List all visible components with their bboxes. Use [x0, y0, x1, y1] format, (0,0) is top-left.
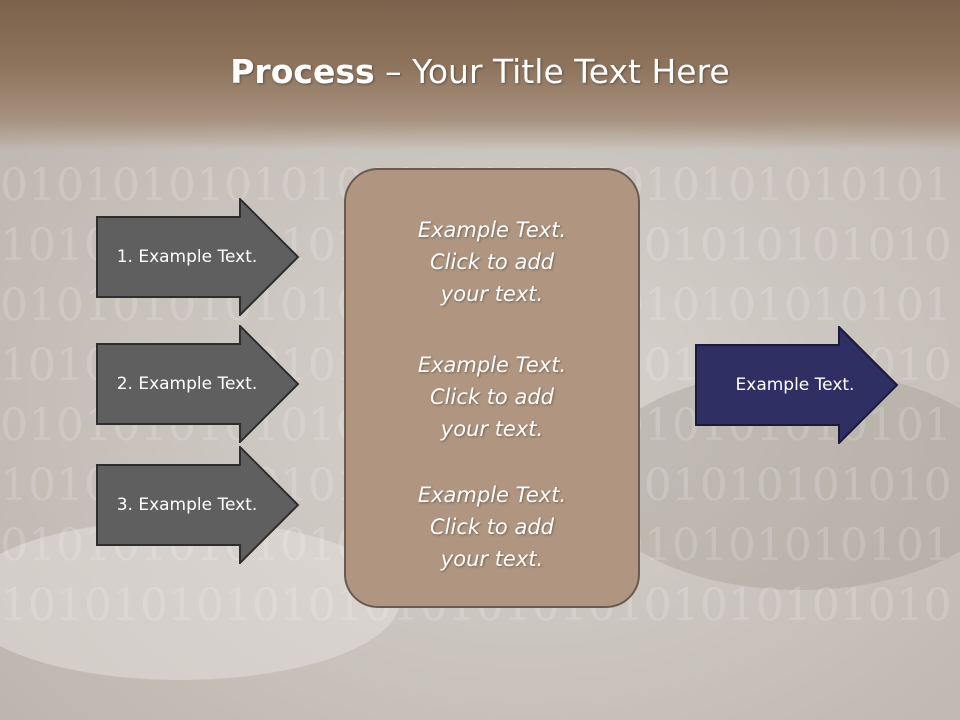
block-line: your text. — [440, 417, 544, 441]
block-line: your text. — [440, 547, 544, 571]
process-step-arrow-2[interactable]: 2. Example Text. — [96, 325, 300, 443]
process-step-label: 1. Example Text. — [116, 247, 258, 267]
block-line: Example Text. — [417, 483, 567, 507]
title-rest: – Your Title Text Here — [374, 52, 730, 91]
result-label: Example Text. — [735, 375, 855, 395]
arrow-shape — [96, 198, 300, 316]
arrow-shape — [96, 325, 300, 443]
block-line: Click to add — [429, 385, 554, 409]
process-step-label: 2. Example Text. — [116, 374, 258, 394]
block-line: Example Text. — [417, 218, 567, 242]
block-line: Example Text. — [417, 353, 567, 377]
page-title: Process – Your Title Text Here — [0, 52, 960, 91]
title-bold: Process — [230, 52, 375, 91]
block-line: Click to add — [429, 515, 554, 539]
process-step-arrow-1[interactable]: 1. Example Text. — [96, 198, 300, 316]
center-text-block-1: Example Text. Click to add your text. — [346, 214, 638, 310]
center-text-box[interactable]: Example Text. Click to add your text. Ex… — [344, 168, 640, 608]
title-band — [0, 0, 960, 150]
arrow-shape — [96, 446, 300, 564]
block-line: Click to add — [429, 250, 554, 274]
block-line: your text. — [440, 282, 544, 306]
process-step-label: 3. Example Text. — [116, 495, 258, 515]
center-text-block-3: Example Text. Click to add your text. — [346, 479, 638, 575]
process-step-arrow-3[interactable]: 3. Example Text. — [96, 446, 300, 564]
center-text-block-2: Example Text. Click to add your text. — [346, 349, 638, 445]
result-arrow[interactable]: Example Text. — [695, 326, 899, 444]
arrow-shape — [695, 326, 899, 444]
